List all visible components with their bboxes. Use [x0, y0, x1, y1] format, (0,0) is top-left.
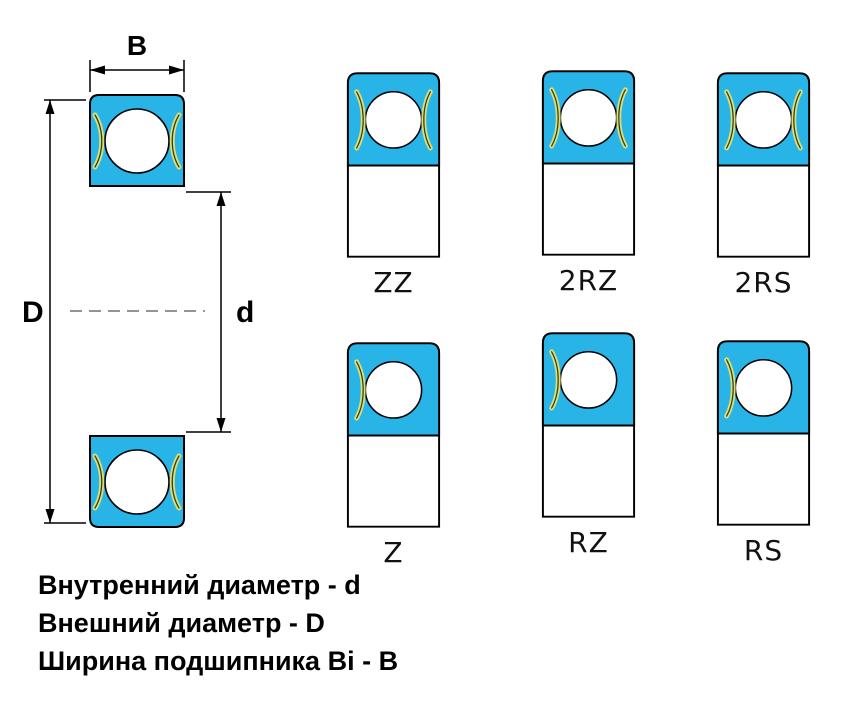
bearing-variant-rs: RS	[715, 338, 812, 567]
dimension-label-B: B	[127, 30, 147, 61]
bearing-variant-2rs: 2RS	[715, 70, 812, 299]
legend-line-width: Ширина подшипника Bi - B	[38, 646, 399, 676]
bearing-variant-label: 2RZ	[558, 264, 619, 297]
arrowhead-up	[45, 100, 55, 114]
legend-line-outer-diameter: Внешний диаметр - D	[38, 608, 325, 638]
dimension-outer-diameter-D: D	[22, 99, 86, 524]
dimension-inner-diameter-d: d	[186, 191, 254, 433]
bearing-glyph	[543, 71, 634, 254]
bearing-variant-label: 2RS	[734, 266, 793, 299]
main-bearing-cross-section: B D	[22, 30, 254, 528]
ball-top	[104, 108, 170, 174]
bearing-variant-label: RZ	[568, 526, 609, 559]
bearing-variant-2rz: 2RZ	[540, 68, 637, 297]
bearing-cross-section-body	[70, 94, 205, 528]
arrowhead-down	[216, 418, 226, 432]
bearing-variant-z-drawing	[345, 340, 442, 530]
bearing-variant-2rs-drawing	[715, 70, 812, 260]
arrowhead-right	[169, 65, 184, 75]
ball-bottom	[104, 449, 170, 515]
legend-line-inner-diameter: Внутренний диаметр - d	[38, 570, 361, 600]
bearing-variant-rs-drawing	[715, 338, 812, 528]
dimension-label-d: d	[236, 296, 254, 329]
bearing-variant-zz-drawing	[345, 70, 442, 260]
arrowhead-down	[45, 509, 55, 523]
bearing-variant-label: RS	[743, 534, 784, 567]
bearing-variant-label: Z	[383, 536, 404, 569]
bearing-glyph	[348, 343, 439, 526]
legend: Внутренний диаметр - d Внешний диаметр -…	[38, 566, 398, 680]
bearing-variant-zz: ZZ	[345, 70, 442, 299]
arrowhead-up	[216, 192, 226, 206]
bearing-variant-rz: RZ	[540, 330, 637, 559]
bearing-glyph	[348, 73, 439, 256]
bearing-glyph	[718, 341, 809, 524]
dimension-label-D: D	[22, 296, 44, 329]
bearing-variant-rz-drawing	[540, 330, 637, 520]
dimension-width-B: B	[89, 30, 185, 92]
bearing-variant-z: Z	[345, 340, 442, 569]
bearing-variant-label: ZZ	[373, 266, 414, 299]
bearing-glyph	[718, 73, 809, 256]
bearing-variant-2rz-drawing	[540, 68, 637, 258]
bearing-glyph	[543, 333, 634, 516]
arrowhead-left	[90, 65, 105, 75]
